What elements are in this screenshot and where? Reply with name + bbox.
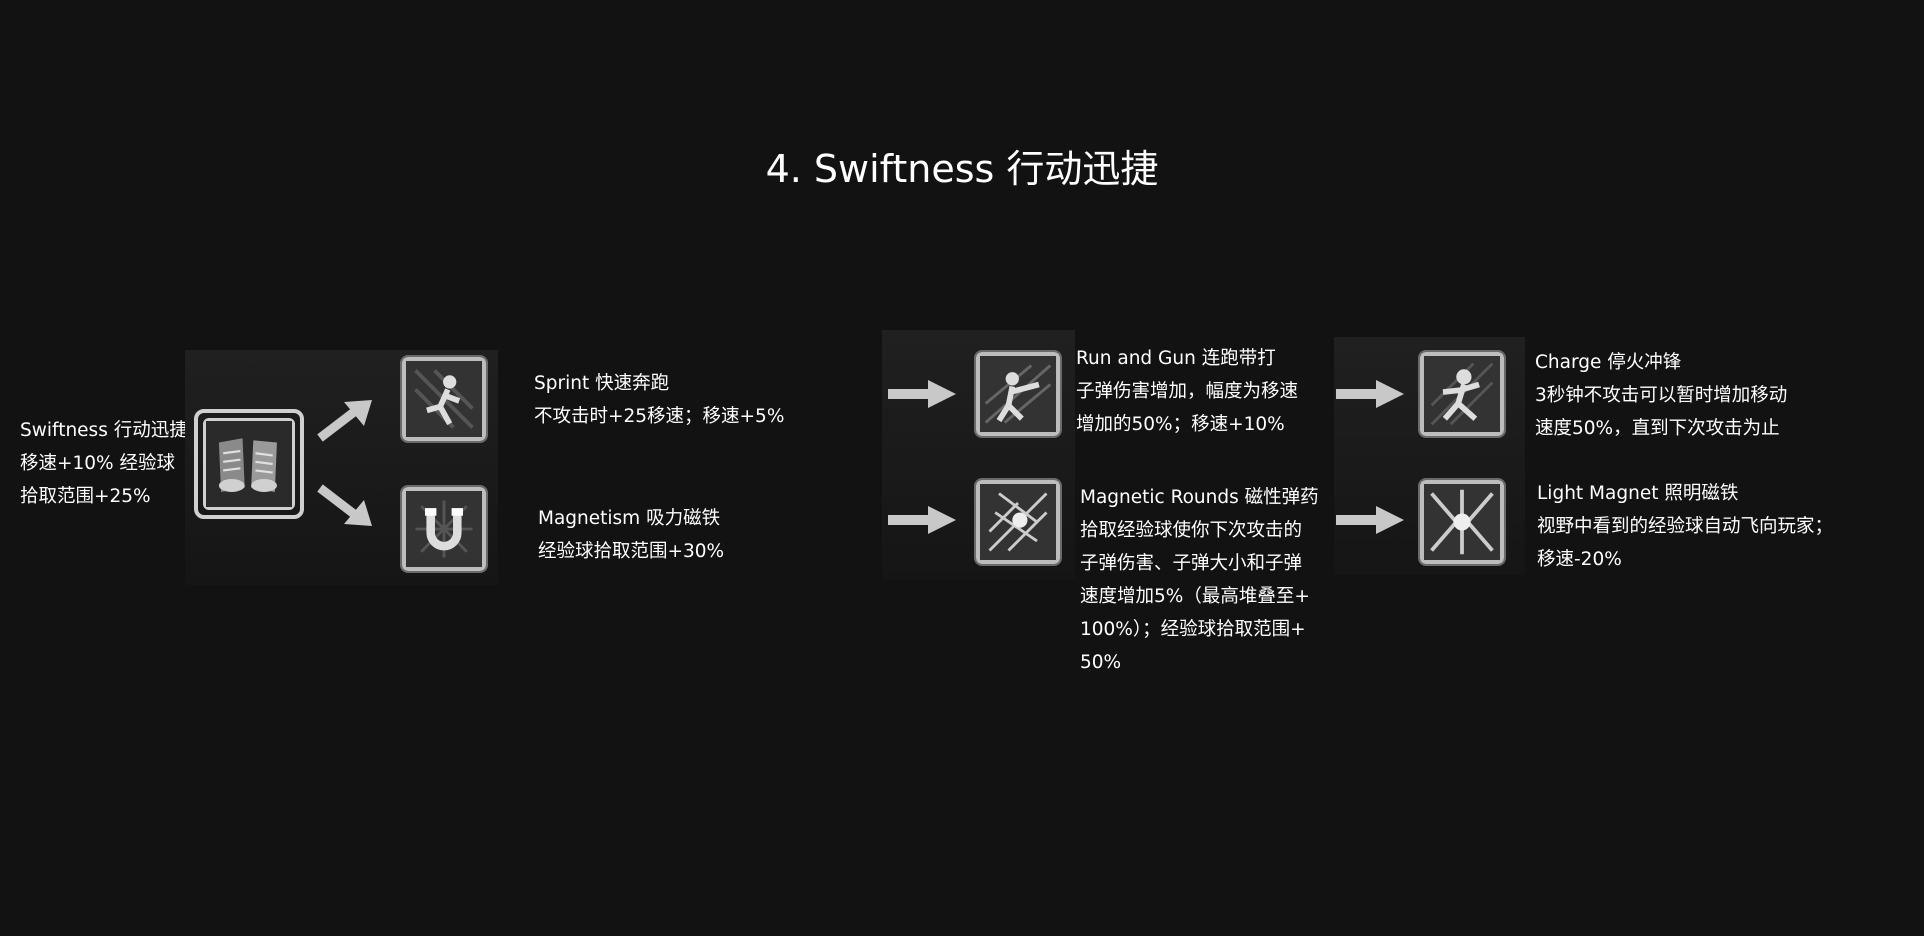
page-title: 4. Swiftness 行动迅捷 xyxy=(765,147,1159,191)
magnetism-text: Magnetism 吸力磁铁 经验球拾取范围+30% xyxy=(538,502,724,568)
arrow-up-right-icon xyxy=(317,400,372,442)
root-skill-name: Swiftness 行动迅捷 xyxy=(20,420,188,441)
sprint-icon-frame[interactable] xyxy=(400,355,488,443)
charge-line: 速度50%，直到下次攻击为止 xyxy=(1535,418,1780,439)
magnetic-rounds-line: 速度增加5%（最高堆叠至+ xyxy=(1080,586,1310,607)
light-magnet-line: 视野中看到的经验球自动飞向玩家； xyxy=(1537,516,1834,537)
run-and-gun-line: 增加的50%；移速+10% xyxy=(1076,414,1285,435)
burst-icon xyxy=(980,484,1056,560)
run-and-gun-text: Run and Gun 连跑带打 子弹伤害增加，幅度为移速 增加的50%；移速+… xyxy=(1076,342,1298,441)
arrow-right-icon xyxy=(1336,506,1404,534)
light-magnet-text: Light Magnet 照明磁铁 视野中看到的经验球自动飞向玩家； 移速-20… xyxy=(1537,477,1833,576)
arrow-down-right-icon xyxy=(317,484,372,526)
sneakers-icon xyxy=(203,418,295,510)
charging-figure-icon xyxy=(1424,356,1500,432)
light-magnet-icon-frame[interactable] xyxy=(1418,478,1506,566)
magnetic-rounds-icon-frame[interactable] xyxy=(974,478,1062,566)
charge-line: 3秒钟不攻击可以暂时增加移动 xyxy=(1535,385,1788,406)
run-and-gun-icon-frame[interactable] xyxy=(974,350,1062,438)
light-magnet-line: 移速-20% xyxy=(1537,549,1622,570)
magnetic-rounds-line: 50% xyxy=(1080,652,1122,673)
charge-name: Charge 停火冲锋 xyxy=(1535,352,1682,373)
magnetism-icon-frame[interactable] xyxy=(400,485,488,573)
magnet-icon xyxy=(406,491,482,567)
gunner-icon xyxy=(980,356,1056,432)
run-and-gun-name: Run and Gun 连跑带打 xyxy=(1076,348,1276,369)
running-figure-icon xyxy=(406,361,482,437)
run-and-gun-line: 子弹伤害增加，幅度为移速 xyxy=(1076,381,1299,402)
magnetic-rounds-text: Magnetic Rounds 磁性弹药 拾取经验球使你下次攻击的 子弹伤害、子… xyxy=(1080,481,1319,679)
root-skill-line: 移速+10% 经验球 xyxy=(20,453,176,474)
magnetic-rounds-line: 子弹伤害、子弹大小和子弹 xyxy=(1080,553,1303,574)
magnetic-rounds-line: 100%）；经验球拾取范围+ xyxy=(1080,619,1306,640)
sprint-line: 不攻击时+25移速；移速+5% xyxy=(534,406,785,427)
light-magnet-name: Light Magnet 照明磁铁 xyxy=(1537,483,1739,504)
root-skill-icon-frame[interactable] xyxy=(194,409,304,519)
root-skill-line: 拾取范围+25% xyxy=(20,486,151,507)
eye-magnet-icon xyxy=(1424,484,1500,560)
sprint-text: Sprint 快速奔跑 不攻击时+25移速；移速+5% xyxy=(534,367,784,433)
sprint-name: Sprint 快速奔跑 xyxy=(534,373,670,394)
magnetism-line: 经验球拾取范围+30% xyxy=(538,541,725,562)
magnetism-name: Magnetism 吸力磁铁 xyxy=(538,508,721,529)
magnetic-rounds-name: Magnetic Rounds 磁性弹药 xyxy=(1080,487,1319,508)
charge-text: Charge 停火冲锋 3秒钟不攻击可以暂时增加移动 速度50%，直到下次攻击为… xyxy=(1535,346,1787,445)
arrow-right-icon xyxy=(888,506,956,534)
root-skill-text: Swiftness 行动迅捷 移速+10% 经验球 拾取范围+25% xyxy=(20,414,188,513)
arrow-right-icon xyxy=(1336,380,1404,408)
arrow-right-icon xyxy=(888,380,956,408)
charge-icon-frame[interactable] xyxy=(1418,350,1506,438)
magnetic-rounds-line: 拾取经验球使你下次攻击的 xyxy=(1080,520,1303,541)
